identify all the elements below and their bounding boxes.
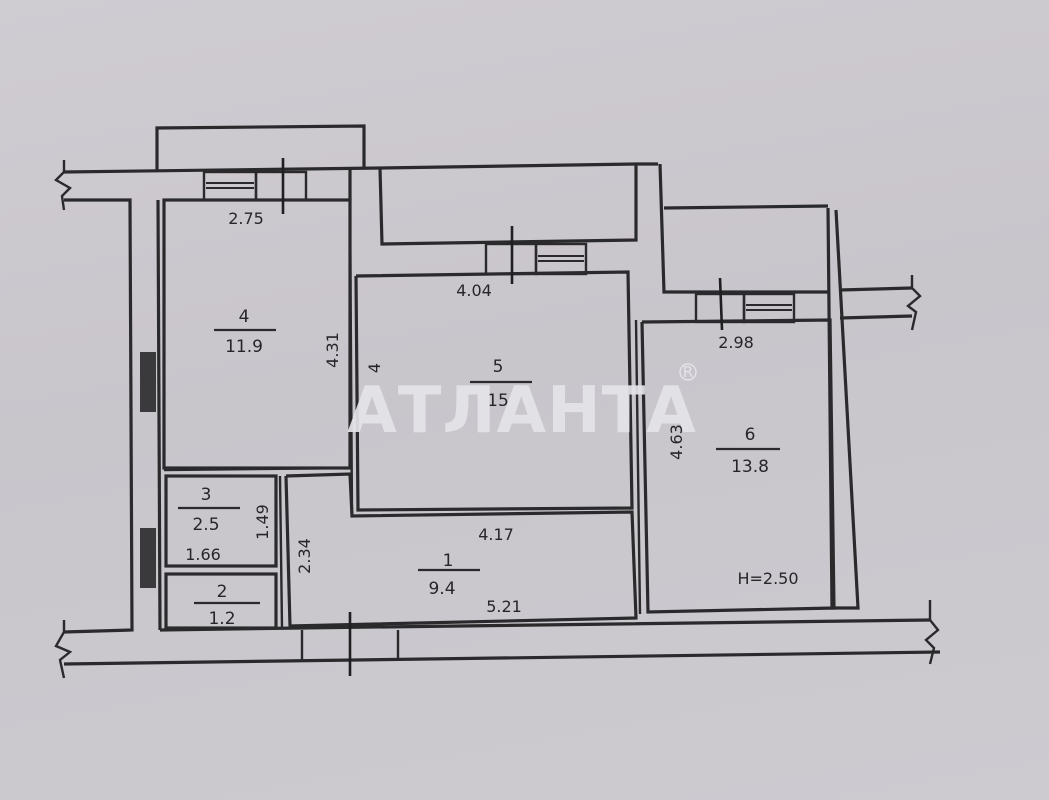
watermark-logo-text: АТЛАНТА bbox=[347, 374, 697, 448]
svg-text:11.9: 11.9 bbox=[225, 337, 263, 357]
svg-text:1: 1 bbox=[443, 551, 454, 571]
svg-text:1.2: 1.2 bbox=[208, 609, 235, 629]
svg-text:2.5: 2.5 bbox=[192, 515, 219, 535]
room-2-label: 2 1.2 bbox=[194, 582, 260, 629]
room-5-label: 5 15 bbox=[470, 357, 532, 411]
room-labels: 4 11.9 5 15 6 13.8 3 2.5 2 bbox=[178, 307, 780, 629]
room-4-label: 4 11.9 bbox=[214, 307, 276, 357]
svg-text:3: 3 bbox=[201, 485, 212, 505]
svg-text:15: 15 bbox=[487, 391, 509, 411]
dim-room3-width: 1.66 bbox=[185, 545, 221, 564]
room-1-label: 1 9.4 bbox=[418, 551, 480, 599]
watermark: АТЛАНТА R bbox=[347, 363, 697, 448]
dim-room5-width: 4.04 bbox=[456, 281, 492, 300]
room-outlines bbox=[162, 198, 836, 630]
svg-text:13.8: 13.8 bbox=[731, 457, 769, 477]
dim-room5-depth: 4 bbox=[365, 363, 384, 373]
dim-room6-depth: 4.63 bbox=[667, 424, 686, 460]
dim-hall-width-bottom: 5.21 bbox=[486, 597, 522, 616]
svg-text:5: 5 bbox=[493, 357, 504, 377]
svg-text:4: 4 bbox=[239, 307, 250, 327]
dim-hall-width-top: 4.17 bbox=[478, 525, 514, 544]
entrance-door bbox=[300, 612, 400, 676]
dim-room3-depth: 1.49 bbox=[253, 504, 272, 540]
window-room-4 bbox=[202, 158, 308, 214]
svg-text:9.4: 9.4 bbox=[428, 579, 455, 599]
room-3-outline bbox=[164, 474, 278, 568]
svg-text:2: 2 bbox=[217, 582, 228, 602]
svg-text:6: 6 bbox=[745, 425, 756, 445]
windows bbox=[202, 158, 796, 676]
dim-room4-depth: 4.31 bbox=[323, 332, 342, 368]
exterior-walls bbox=[54, 124, 941, 679]
room-1-outline bbox=[284, 472, 638, 628]
ceiling-height-label: H=2.50 bbox=[737, 569, 798, 588]
registered-mark-icon bbox=[679, 363, 697, 381]
registered-mark: R bbox=[683, 363, 693, 381]
ventilation-shafts bbox=[140, 352, 156, 588]
window-room-5 bbox=[484, 226, 588, 284]
dimension-labels: 2.75 4.31 4.04 4 2.98 4.63 1.66 1.49 2.3… bbox=[185, 209, 798, 616]
room-6-outline bbox=[640, 318, 836, 614]
room-2-outline bbox=[164, 572, 278, 630]
dim-hall-depth: 2.34 bbox=[295, 538, 314, 574]
window-room-6 bbox=[694, 277, 796, 331]
dim-room6-width: 2.98 bbox=[718, 333, 754, 352]
room-3-label: 3 2.5 bbox=[178, 485, 240, 535]
vent-shaft-upper bbox=[140, 352, 156, 412]
room-6-label: 6 13.8 bbox=[716, 425, 780, 477]
vent-shaft-lower bbox=[140, 528, 156, 588]
dim-room4-width: 2.75 bbox=[228, 209, 264, 228]
